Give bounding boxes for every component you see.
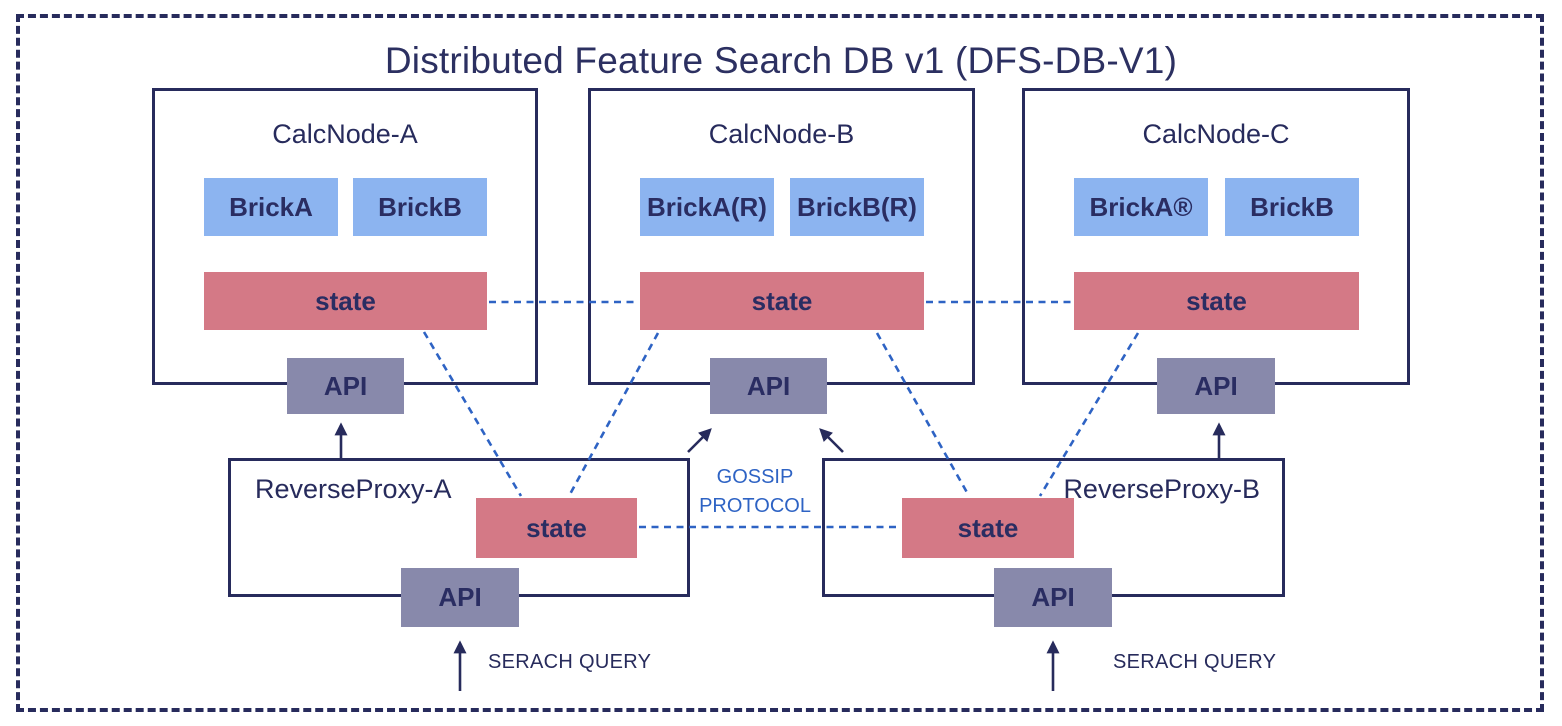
state-box: state: [902, 498, 1074, 558]
reverseproxy-b-title: ReverseProxy-B: [1063, 474, 1260, 504]
calcnode-a-box: CalcNode-A BrickA BrickB state API: [152, 88, 538, 414]
calcnode-a-brick-row: BrickA BrickB: [204, 178, 487, 236]
search-query-label-left: SERACH QUERY: [488, 651, 652, 673]
brick-box: BrickB: [353, 178, 487, 236]
reverseproxy-a-title: ReverseProxy-A: [255, 474, 452, 504]
search-query-label-right: SERACH QUERY: [1113, 651, 1277, 673]
diagram-title: Distributed Feature Search DB v1 (DFS-DB…: [384, 40, 1178, 81]
calcnode-c-box: CalcNode-C BrickA® BrickB state API: [1022, 88, 1410, 414]
reverseproxy-a-box: ReverseProxy-A state API: [228, 458, 690, 627]
brick-box: BrickA®: [1074, 178, 1208, 236]
gossip-protocol-line1: GOSSIP: [716, 466, 794, 488]
api-box: API: [1157, 358, 1275, 414]
calcnode-a-title: CalcNode-A: [272, 119, 418, 149]
api-box: API: [287, 358, 404, 414]
reverseproxy-b-box: ReverseProxy-B state API: [822, 458, 1285, 627]
state-box: state: [640, 272, 924, 330]
brick-box: BrickA: [204, 178, 338, 236]
gossip-protocol-label: GOSSIP PROTOCOL: [675, 463, 835, 521]
brick-box: BrickB(R): [790, 178, 924, 236]
api-box: API: [994, 568, 1112, 627]
calcnode-b-box: CalcNode-B BrickA(R) BrickB(R) state API: [588, 88, 975, 414]
gossip-protocol-line2: PROTOCOL: [699, 495, 811, 517]
api-box: API: [401, 568, 519, 627]
api-box: API: [710, 358, 827, 414]
state-box: state: [476, 498, 637, 558]
diagram-dashed-frame: [16, 14, 1544, 712]
brick-box: BrickB: [1225, 178, 1359, 236]
calcnode-b-title: CalcNode-B: [708, 119, 855, 149]
state-box: state: [204, 272, 487, 330]
calcnode-c-brick-row: BrickA® BrickB: [1074, 178, 1359, 236]
calcnode-b-brick-row: BrickA(R) BrickB(R): [640, 178, 924, 236]
calcnode-c-title: CalcNode-C: [1142, 119, 1290, 149]
state-box: state: [1074, 272, 1359, 330]
brick-box: BrickA(R): [640, 178, 774, 236]
